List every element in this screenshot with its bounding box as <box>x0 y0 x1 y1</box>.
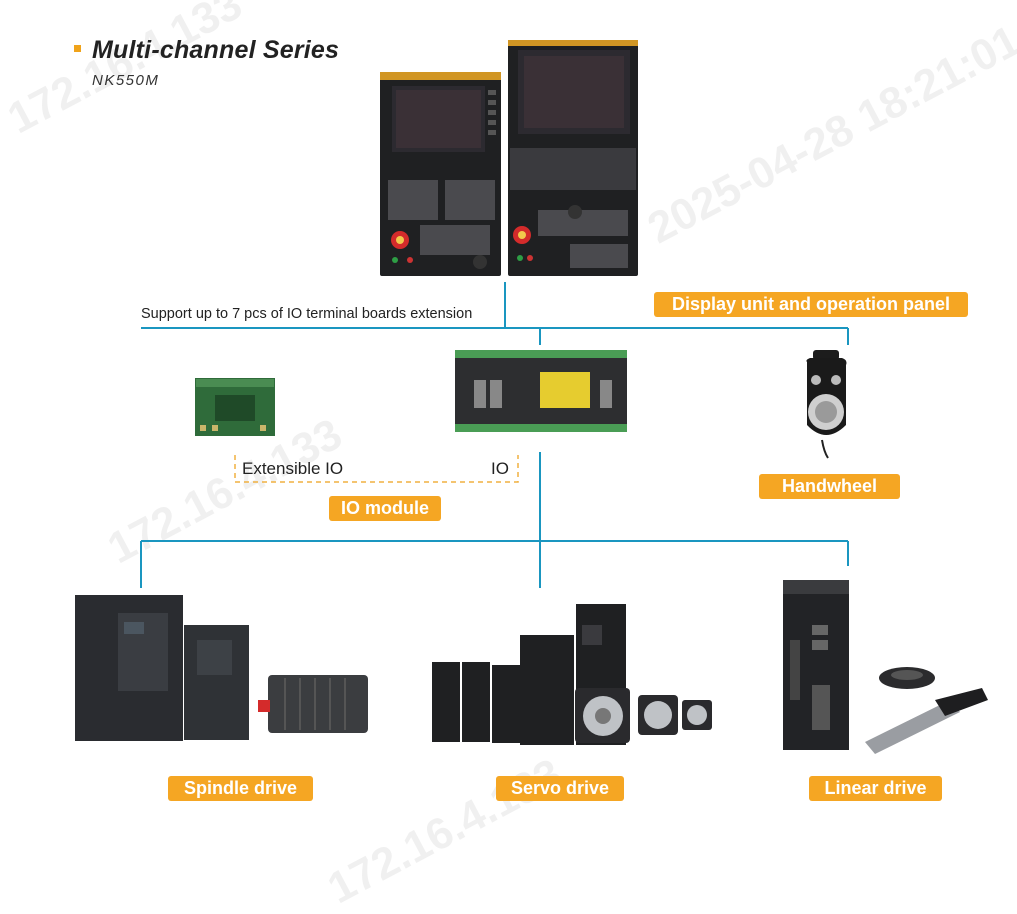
servo-drive-devices <box>432 604 712 745</box>
system-diagram <box>75 40 988 754</box>
io-dashed-bracket <box>234 455 519 483</box>
servo-drive-label: Servo drive <box>496 776 624 801</box>
linear-drive-devices <box>783 580 988 754</box>
extensible-io-text: Extensible IO <box>242 459 344 478</box>
extensible-io-board <box>195 378 275 436</box>
page-title: Multi-channel Series <box>92 36 340 64</box>
handwheel-label: Handwheel <box>759 474 900 499</box>
io-module-label: IO module <box>329 496 441 521</box>
linear-drive-label: Linear drive <box>809 776 942 801</box>
io-module-device <box>455 350 627 432</box>
page-subtitle: NK550M <box>92 72 160 89</box>
connection-lines <box>140 282 849 588</box>
spindle-drive-devices <box>75 595 368 741</box>
display-unit-left <box>380 72 501 276</box>
io-text: IO <box>491 459 509 478</box>
display-unit-label: Display unit and operation panel <box>654 292 968 317</box>
handwheel-device <box>806 350 847 459</box>
title-bullet <box>74 45 81 52</box>
spindle-drive-label: Spindle drive <box>168 776 313 801</box>
display-unit-right <box>508 40 638 276</box>
support-extension-text: Support up to 7 pcs of IO terminal board… <box>141 306 473 322</box>
